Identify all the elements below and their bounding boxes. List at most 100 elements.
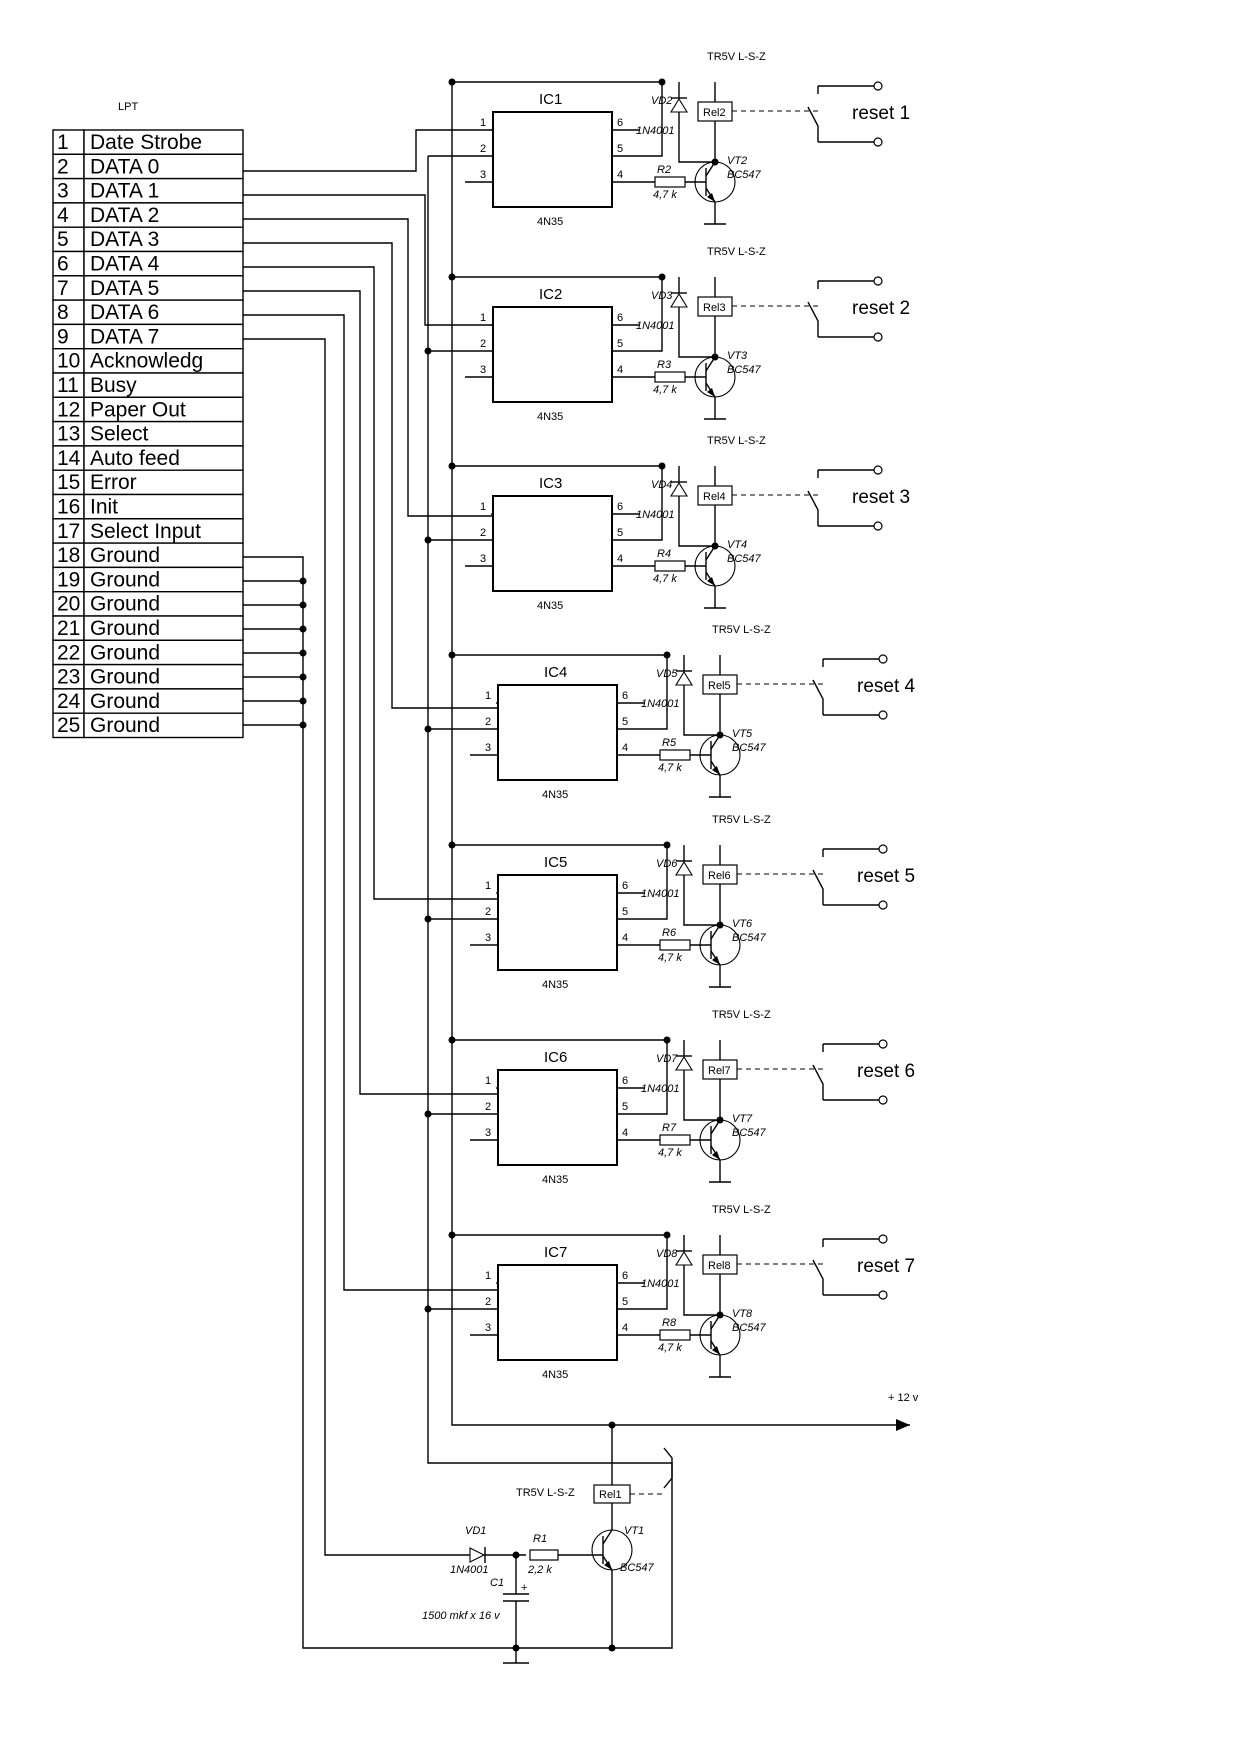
supply-label: + 12 v (888, 1392, 919, 1404)
relay-label: Rel7 (708, 1065, 731, 1077)
relay-type: TR5V L-S-Z (712, 624, 771, 636)
ic-part: 4N35 (537, 411, 563, 423)
ic-pin-number: 1 (480, 117, 486, 129)
lpt-pin-number: 11 (57, 374, 79, 397)
output-terminal (878, 844, 888, 854)
diode-label: VD8 (656, 1248, 678, 1260)
transistor-label: VT4 (727, 539, 747, 551)
lpt-pin-number: 14 (57, 447, 81, 470)
resistor-label: R5 (662, 737, 677, 749)
diode-label: VD3 (651, 290, 673, 302)
output-terminal (873, 137, 883, 147)
lpt-pin-number: 7 (57, 277, 69, 300)
resistor-label: R8 (662, 1317, 677, 1329)
ic-pin-number: 2 (480, 527, 486, 539)
output-label: reset 2 (852, 298, 910, 319)
transistor-label: VT2 (727, 155, 747, 167)
relay-type: TR5V L-S-Z (707, 51, 766, 63)
lpt-pin-label: Select Input (90, 520, 201, 543)
vt1-part: BC547 (620, 1562, 655, 1574)
lpt-pin-label: Error (90, 471, 137, 494)
resistor-value: 4,7 k (653, 573, 677, 585)
output-label: reset 4 (857, 676, 916, 697)
ic-pin-number: 6 (622, 880, 628, 892)
diode-label: VD6 (656, 858, 678, 870)
resistor-value: 4,7 k (658, 1147, 682, 1159)
diode-part: 1N4001 (641, 888, 680, 900)
ic-pin-number: 2 (480, 143, 486, 155)
lpt-pin-number: 23 (57, 666, 80, 689)
diode-part: 1N4001 (641, 698, 680, 710)
ic-pin-number: 3 (480, 169, 486, 181)
transistor-label: VT8 (732, 1308, 753, 1320)
optocoupler-ic2 (492, 306, 613, 403)
lpt-pin-label: Ground (90, 544, 160, 567)
lpt-pin-number: 10 (57, 350, 80, 373)
ic-pin-number: 3 (480, 553, 486, 565)
lpt-pin-number: 18 (57, 544, 80, 567)
ic-label: IC2 (539, 286, 562, 303)
output-terminal (873, 276, 883, 286)
lpt-pin-number: 8 (57, 301, 69, 324)
ic-part: 4N35 (542, 1369, 568, 1381)
lpt-pin-number: 20 (57, 593, 80, 616)
ic-pin-number: 3 (485, 1127, 491, 1139)
relay-type: TR5V L-S-Z (712, 1009, 771, 1021)
relay-label: Rel6 (708, 870, 731, 882)
resistor-r6 (659, 939, 691, 951)
ic-pin-number: 6 (617, 501, 623, 513)
diode-vd1 (469, 1547, 486, 1563)
resistor-value: 4,7 k (653, 384, 677, 396)
ic-pin-number: 4 (622, 742, 628, 754)
optocoupler-ic6 (497, 1069, 618, 1166)
lpt-pin-number: 22 (57, 641, 80, 664)
resistor-r8 (659, 1329, 691, 1341)
lpt-pin-label: Paper Out (90, 398, 186, 421)
output-terminal (878, 1290, 888, 1300)
ic-pin-number: 5 (617, 527, 623, 539)
output-terminal (878, 1234, 888, 1244)
lpt-pin-label: DATA 7 (90, 325, 159, 348)
output-label: reset 5 (857, 866, 915, 887)
lpt-pin-row: 12 Paper Out (52, 396, 244, 423)
diode-part: 1N4001 (641, 1278, 680, 1290)
vd1-label: VD1 (465, 1525, 486, 1537)
output-terminal (873, 81, 883, 91)
ic-pin-number: 1 (485, 1075, 491, 1087)
lpt-pin-number: 15 (57, 471, 80, 494)
resistor-r1 (529, 1549, 559, 1561)
lpt-pin-number: 12 (57, 398, 80, 421)
lpt-pin-label: DATA 2 (90, 204, 159, 227)
diode-vd6 (675, 860, 693, 876)
lpt-pin-label: DATA 6 (90, 301, 159, 324)
lpt-title: LPT (118, 101, 138, 113)
ic-pin-number: 5 (622, 1296, 628, 1308)
output-label: reset 3 (852, 487, 910, 508)
transistor-label: VT6 (732, 918, 753, 930)
resistor-label: R4 (657, 548, 671, 560)
lpt-pin-number: 24 (57, 690, 81, 713)
ic-pin-number: 6 (622, 1270, 628, 1282)
lpt-pin-number: 5 (57, 228, 69, 251)
resistor-r2 (654, 176, 686, 188)
ic-pin-number: 5 (617, 143, 623, 155)
lpt-pin-row: 18 Ground (52, 542, 244, 569)
diode-part: 1N4001 (636, 320, 675, 332)
ic-pin-number: 5 (622, 906, 628, 918)
diode-vd5 (675, 670, 693, 686)
output-label: reset 1 (852, 103, 910, 124)
resistor-value: 4,7 k (658, 952, 682, 964)
output-terminal (873, 465, 883, 475)
